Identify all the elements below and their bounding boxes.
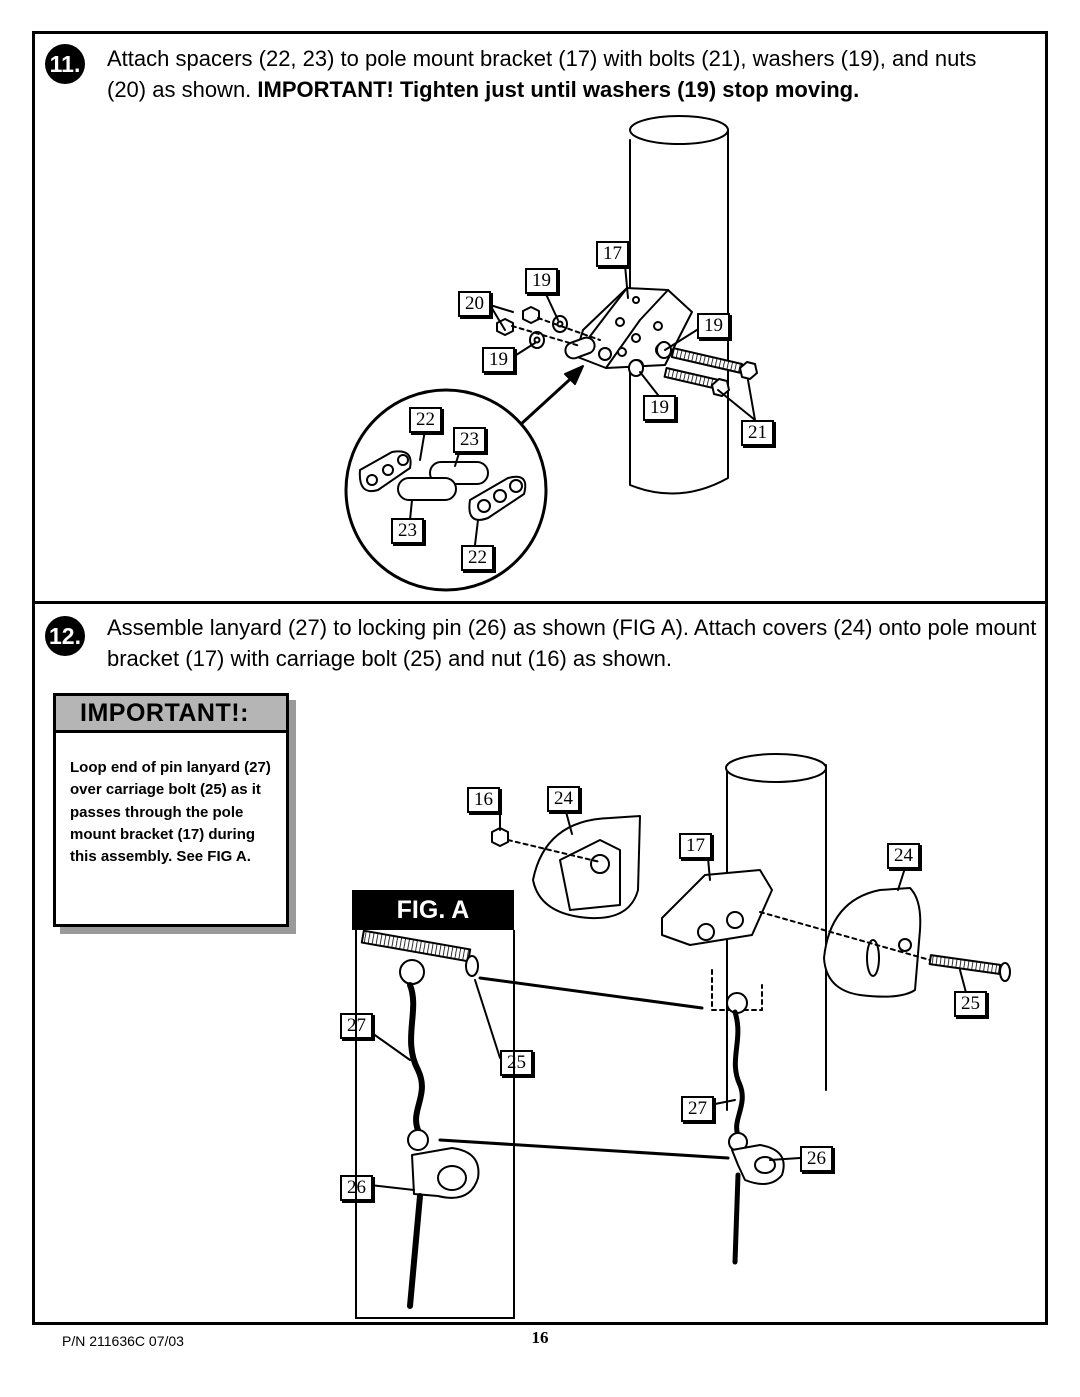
fig-a-frame	[355, 930, 515, 1319]
step-11-instructions: Attach spacers (22, 23) to pole mount br…	[107, 43, 1007, 105]
callout-22-bottom: 22	[461, 545, 494, 571]
callout-26-right: 26	[800, 1146, 833, 1172]
step-11-text: Attach spacers (22, 23) to pole mount br…	[107, 46, 977, 102]
callout-16: 16	[467, 787, 500, 813]
callout-25-right: 25	[954, 991, 987, 1017]
step-12-panel	[32, 601, 1048, 1325]
part-number: P/N 211636C 07/03	[62, 1333, 184, 1349]
step-11-important-note: IMPORTANT! Tighten just until washers (1…	[257, 77, 860, 102]
bracket-17-b	[661, 869, 773, 946]
pole-12-top	[725, 753, 827, 783]
callout-19-right: 19	[697, 313, 730, 339]
callout-19-bottom: 19	[643, 395, 676, 421]
step-12-badge: 12.	[45, 616, 85, 656]
callout-23-bottom: 23	[391, 518, 424, 544]
cover-24-left	[532, 815, 641, 920]
step-12-text: Assemble lanyard (27) to locking pin (26…	[107, 615, 1037, 671]
important-box: IMPORTANT!: Loop end of pin lanyard (27)…	[53, 693, 289, 927]
callout-25-fig: 25	[500, 1050, 533, 1076]
callout-27-right: 27	[681, 1096, 714, 1122]
page-number: 16	[531, 1328, 549, 1347]
callout-19-left: 19	[482, 347, 515, 373]
step-11-badge: 11.	[45, 44, 85, 84]
callout-20: 20	[458, 291, 491, 317]
callout-23-top: 23	[453, 427, 486, 453]
important-body: Loop end of pin lanyard (27) over carria…	[70, 759, 271, 866]
callout-19-top: 19	[525, 268, 558, 294]
callout-22-top: 22	[409, 407, 442, 433]
important-title: IMPORTANT!:	[56, 696, 286, 733]
fig-a-label: FIG. A	[352, 890, 514, 930]
callout-21: 21	[741, 420, 774, 446]
callout-24-right: 24	[887, 843, 920, 869]
callout-24-left: 24	[547, 786, 580, 812]
callout-17: 17	[596, 241, 629, 267]
pole-11-top	[629, 115, 729, 145]
callout-17-b: 17	[679, 833, 712, 859]
